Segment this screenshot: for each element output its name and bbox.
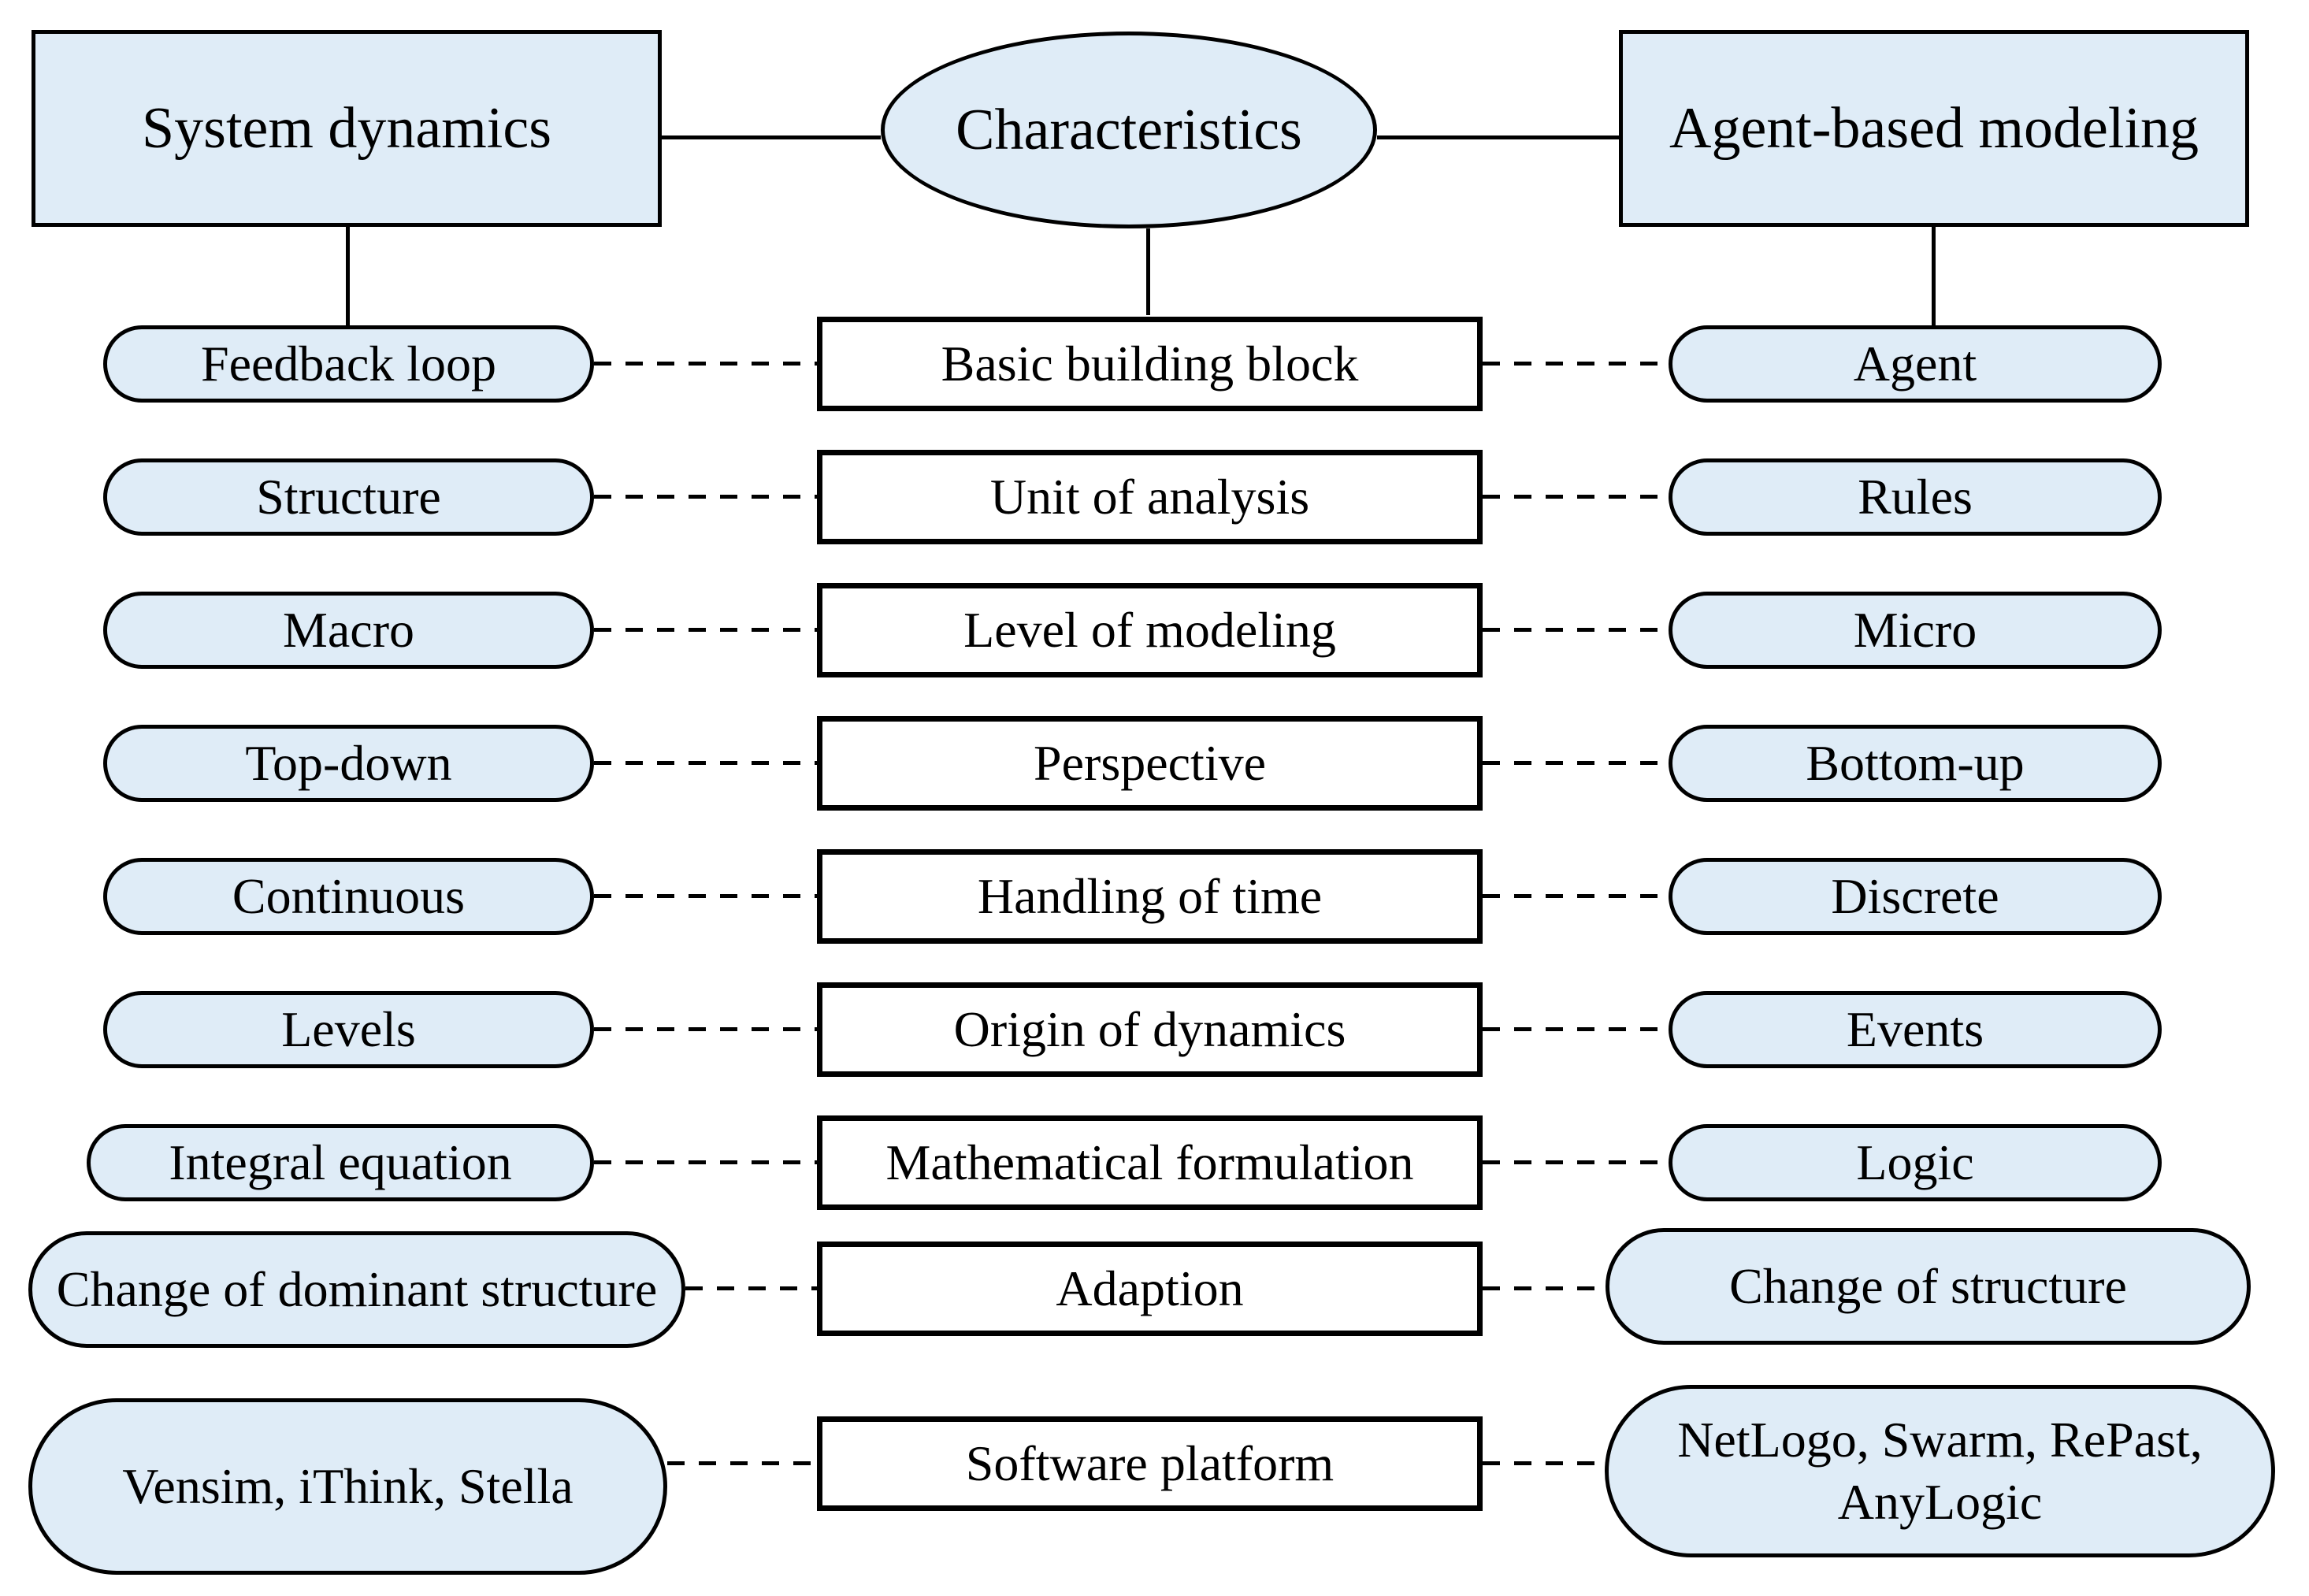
header-agent-based-modeling: Agent-based modeling [1619,30,2249,227]
characteristic-row-8: Adaption [817,1242,1483,1336]
dash-left-row-2 [594,495,817,499]
dash-right-row-8 [1483,1286,1606,1290]
abm-node-row-4: Bottom-up [1669,725,2162,802]
connector-center-header-down [1146,228,1150,315]
dash-right-row-1 [1483,362,1669,366]
sd-node-row-8: Change of dominant structure [28,1231,685,1348]
characteristic-row-3: Level of modeling [817,583,1483,677]
dash-left-row-5 [594,894,817,898]
abm-node-row-1: Agent [1669,325,2162,403]
dash-left-row-1 [594,362,817,366]
abm-node-row-7: Logic [1669,1124,2162,1201]
characteristic-row-2: Unit of analysis [817,450,1483,544]
connector-left-header-down [346,227,350,325]
dash-right-row-6 [1483,1027,1669,1031]
dash-left-row-9 [667,1461,817,1465]
dash-right-row-5 [1483,894,1669,898]
connector-left-to-center [662,135,881,139]
dash-left-row-3 [594,628,817,632]
abm-node-row-8: Change of structure [1606,1228,2251,1345]
abm-node-row-3: Micro [1669,592,2162,669]
characteristic-row-7: Mathematical formulation [817,1115,1483,1210]
dash-right-row-9 [1483,1461,1605,1465]
dash-left-row-8 [685,1286,817,1290]
abm-node-row-5: Discrete [1669,858,2162,935]
characteristic-row-9: Software platform [817,1416,1483,1511]
dash-left-row-4 [594,761,817,765]
dash-right-row-4 [1483,761,1669,765]
header-system-dynamics: System dynamics [32,30,662,227]
dash-left-row-7 [594,1160,817,1164]
connector-right-header-down [1932,227,1936,325]
dash-left-row-6 [594,1027,817,1031]
sd-node-row-3: Macro [103,592,594,669]
sd-node-row-4: Top-down [103,725,594,802]
abm-node-row-6: Events [1669,991,2162,1068]
sd-node-row-6: Levels [103,991,594,1068]
sd-node-row-5: Continuous [103,858,594,935]
characteristic-row-5: Handling of time [817,849,1483,944]
abm-node-row-2: Rules [1669,458,2162,536]
header-characteristics: Characteristics [881,32,1377,228]
dash-right-row-7 [1483,1160,1669,1164]
characteristic-row-6: Origin of dynamics [817,982,1483,1077]
connector-center-to-right [1377,135,1619,139]
dash-right-row-2 [1483,495,1669,499]
sd-node-row-9: Vensim, iThink, Stella [28,1398,667,1575]
characteristic-row-1: Basic building block [817,317,1483,411]
characteristic-row-4: Perspective [817,716,1483,811]
sd-node-row-1: Feedback loop [103,325,594,403]
dash-right-row-3 [1483,628,1669,632]
sd-node-row-7: Integral equation [87,1124,594,1201]
sd-node-row-2: Structure [103,458,594,536]
abm-node-row-9: NetLogo, Swarm, RePast, AnyLogic [1605,1385,2275,1557]
